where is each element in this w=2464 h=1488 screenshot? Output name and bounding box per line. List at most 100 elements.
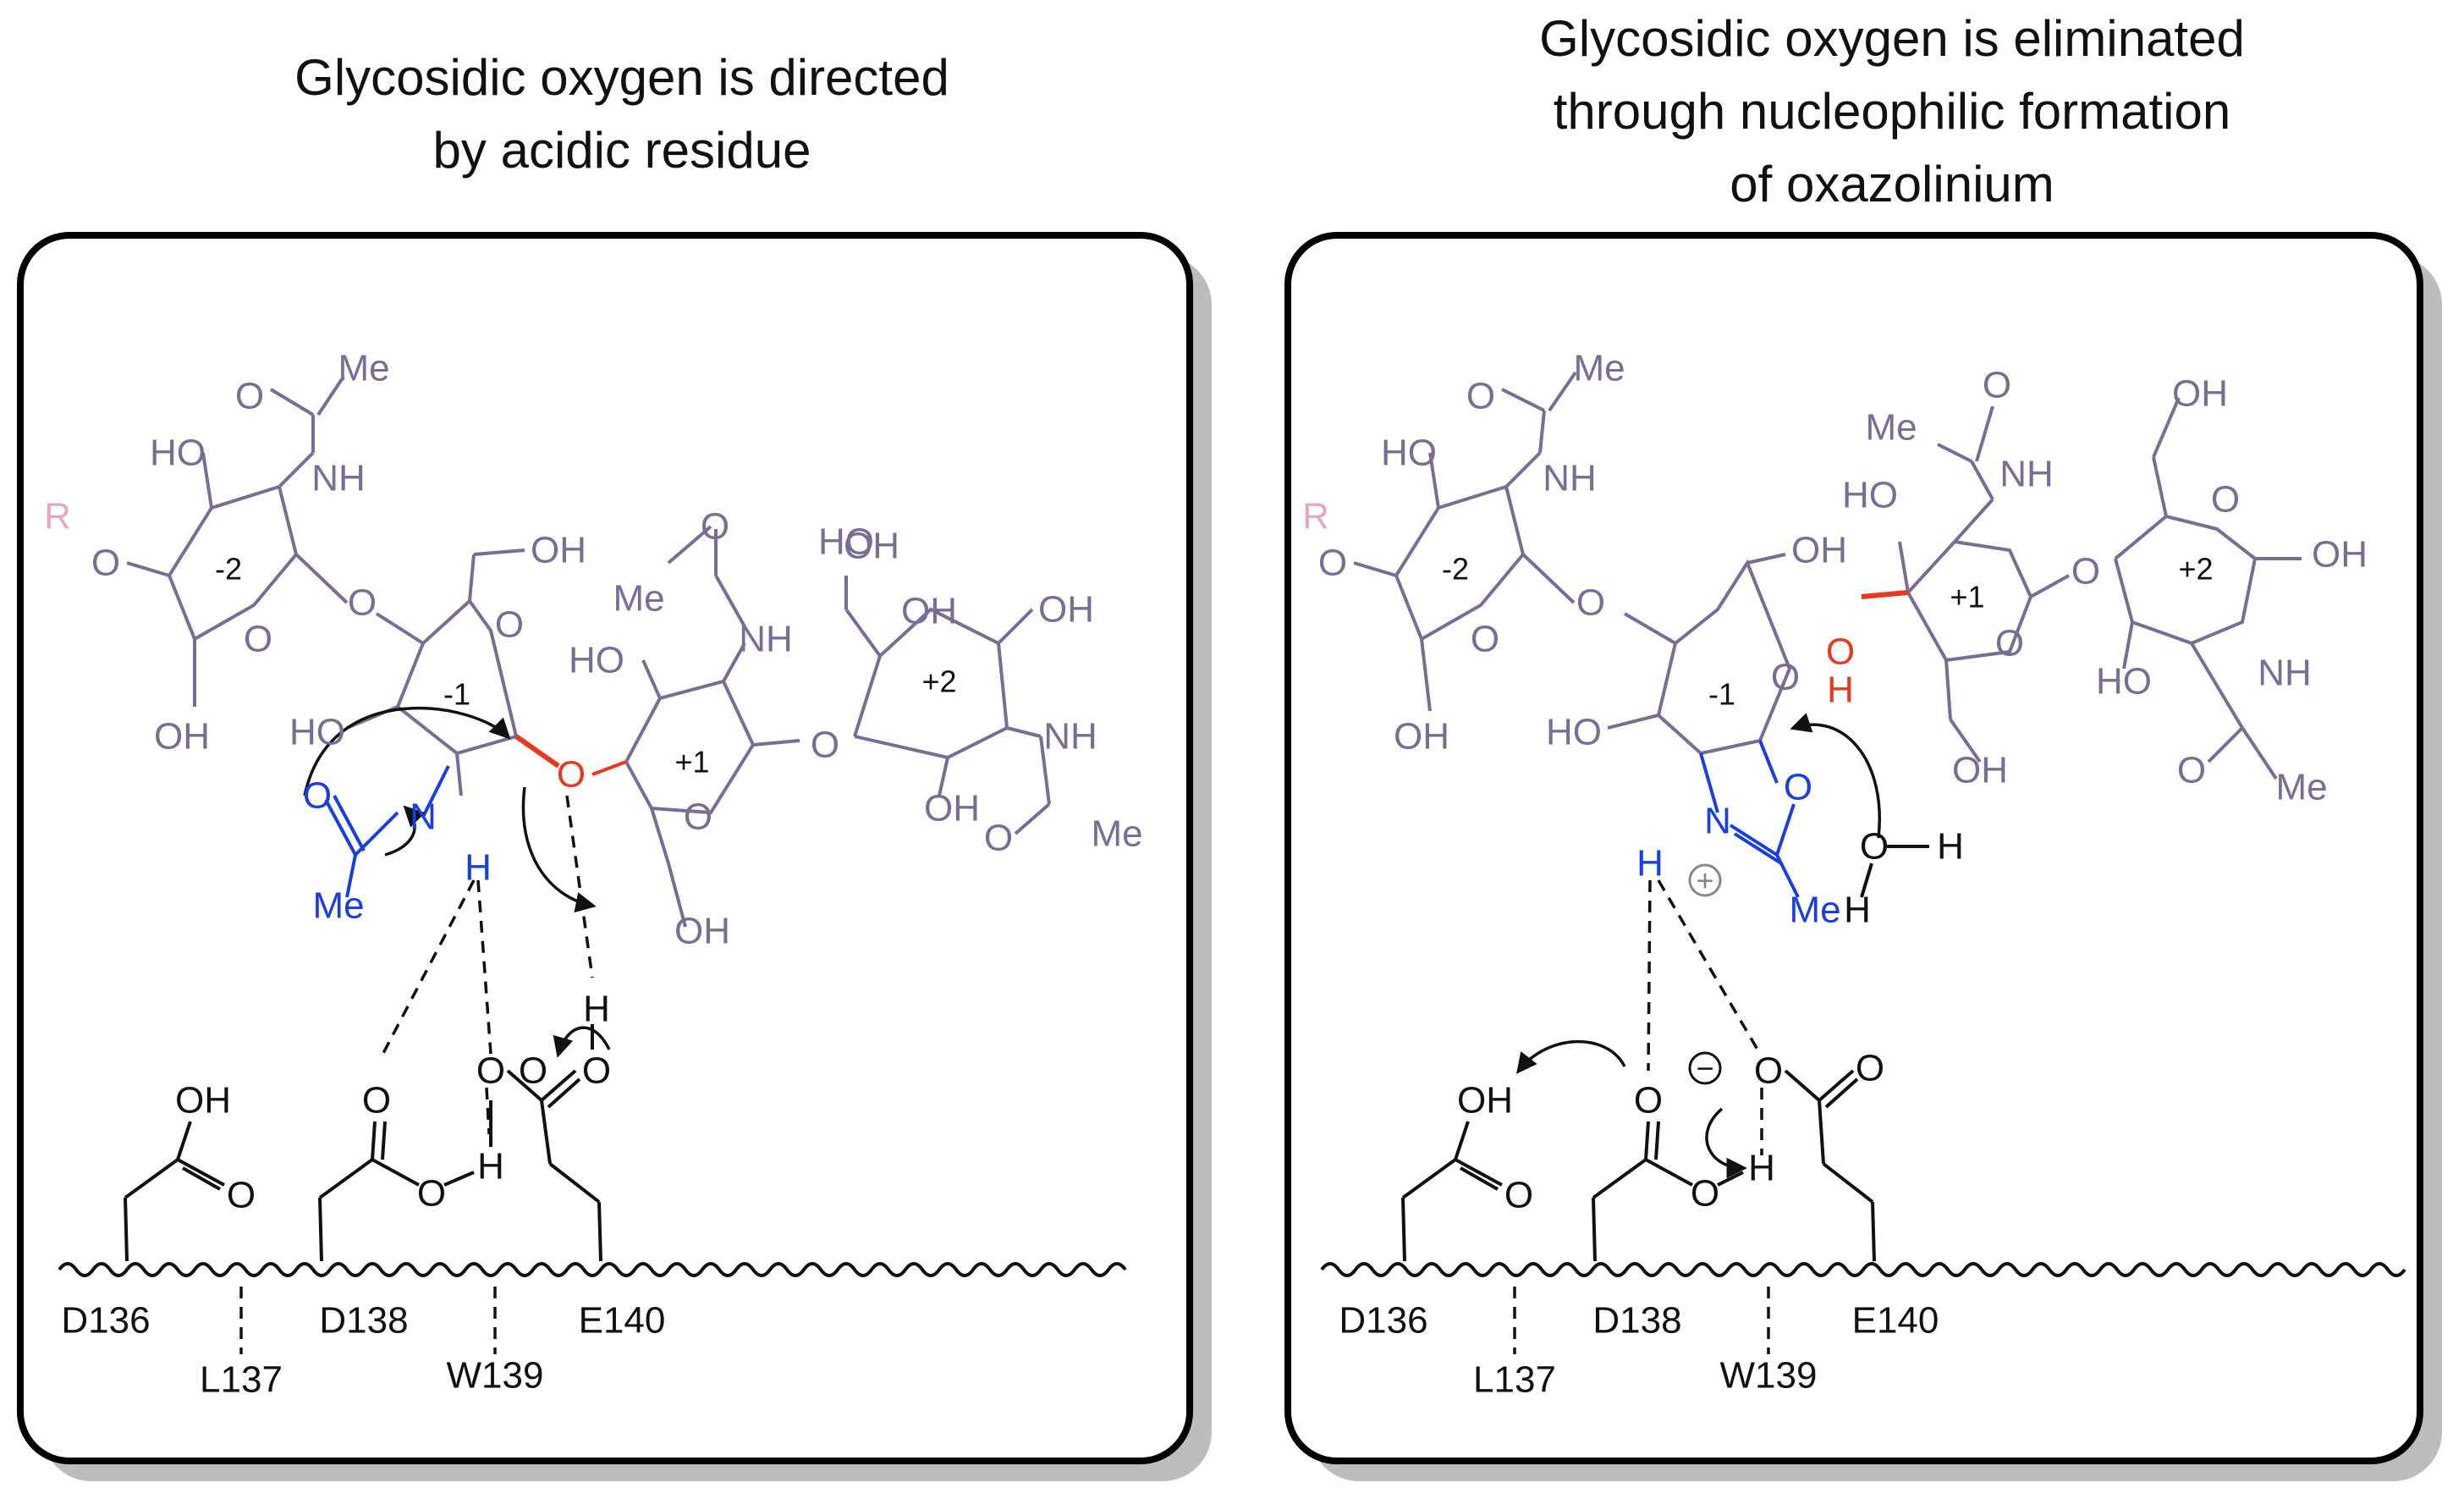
panel1-glycosidic-bond	[514, 734, 560, 769]
panel2-sugar-labels: Me O NH HO R O O OH O OH HO O O NH Me HO…	[1302, 348, 2368, 808]
panel1-residue-atoms: OH O O O H O O H O	[175, 989, 611, 1216]
label: OH	[2172, 373, 2228, 415]
label: O	[2211, 479, 2240, 521]
panel-2: Me O NH HO R O O OH O OH HO O O NH Me HO…	[1284, 232, 2442, 1481]
label: O	[811, 725, 839, 766]
panel1-protein	[58, 1024, 1127, 1354]
panel2-charges: + −	[1688, 863, 1722, 1086]
label: H	[1748, 1148, 1775, 1189]
ring-label: +2	[2178, 552, 2213, 587]
label: H	[1844, 890, 1871, 931]
label: O	[1784, 767, 1812, 808]
ring-label: -1	[443, 677, 470, 712]
label: H	[1827, 670, 1854, 711]
panel2-blue-labels: N O H Me	[1636, 767, 1840, 931]
panel1-acetamide	[324, 765, 450, 898]
label: O	[417, 1173, 446, 1215]
panel1-ring-labels: -2 -1 +1 +2	[215, 552, 957, 780]
label: −	[1696, 1051, 1713, 1086]
label: H	[1937, 826, 1964, 868]
label: O	[701, 506, 729, 548]
label: NH	[1043, 716, 1097, 758]
panel2-title-line2: through nucleophilic formation	[1554, 83, 2230, 140]
ring-label: +1	[674, 745, 709, 780]
label: O	[227, 1175, 256, 1216]
residue-label: D136	[61, 1300, 150, 1342]
label: O	[684, 796, 712, 838]
panel1-blue-labels: O N H Me	[303, 775, 492, 927]
ring-label: -1	[1708, 677, 1735, 712]
label: HO	[2096, 661, 2152, 703]
label: H	[477, 1146, 504, 1188]
label: HO	[1546, 712, 1602, 753]
negative-charge-icon	[1688, 1051, 1722, 1085]
label: OH	[2312, 534, 2368, 576]
label: OH	[1952, 750, 2008, 791]
label: Me	[1091, 813, 1142, 855]
label: O	[1691, 1173, 1719, 1215]
residue-label: W139	[447, 1355, 544, 1397]
positive-charge-icon	[1688, 863, 1722, 897]
label: O	[91, 543, 120, 584]
label: O	[519, 1050, 547, 1092]
panel1-title-line1: Glycosidic oxygen is directed	[294, 49, 949, 106]
label: O	[1318, 543, 1347, 584]
panel2-red-labels: O H	[1826, 631, 1855, 711]
label: O	[2071, 551, 2100, 592]
residue-label: E140	[1852, 1300, 1939, 1342]
label: Me	[1865, 407, 1917, 449]
ring-label: +1	[1950, 580, 1984, 614]
panel-1: Me O NH HO R O O OH O OH HO O OH Me O NH…	[17, 232, 1212, 1481]
label: N	[1704, 801, 1731, 842]
label: H	[583, 989, 610, 1030]
label: O	[1471, 619, 1499, 660]
label: OH	[924, 788, 980, 829]
ring-label: -2	[1442, 552, 1469, 587]
label: O	[1504, 1175, 1533, 1216]
label: Me	[1573, 348, 1625, 389]
panel1-title-line2: by acidic residue	[433, 122, 811, 179]
panel1-arrows	[303, 706, 611, 1058]
label: H	[465, 847, 492, 889]
panel2-hbonds	[1647, 879, 1763, 1155]
residue-label: W139	[1720, 1355, 1818, 1397]
panel1-glycosidic-oxygen: O	[557, 754, 586, 796]
panel1-residue-names: D136 L137 D138 W139 E140	[61, 1300, 665, 1401]
panel1-frame	[17, 232, 1193, 1464]
label: O	[1860, 826, 1889, 868]
label: O	[984, 818, 1013, 859]
label: O	[1826, 631, 1855, 673]
label: O	[2177, 750, 2206, 791]
label: O	[1576, 582, 1605, 624]
label: HO	[150, 433, 206, 474]
residue-label: L137	[200, 1359, 283, 1401]
panel2-arrows	[1515, 713, 1881, 1179]
label: NH	[1543, 458, 1597, 499]
label: N	[410, 796, 437, 838]
ring-label: -2	[215, 552, 242, 587]
panel2-hydroxyl-bond	[1861, 590, 1909, 599]
residue-label: D138	[1592, 1300, 1681, 1342]
panel2-residue-names: D136 L137 D138 W139 E140	[1339, 1300, 1939, 1401]
residue-label: L137	[1473, 1359, 1556, 1401]
label: HO	[1381, 433, 1437, 474]
label: HO	[569, 640, 624, 681]
label: HO	[289, 712, 345, 753]
panel2-water	[1860, 845, 1929, 898]
label: HO	[818, 521, 874, 563]
label: NH	[2258, 653, 2312, 694]
panel2-residue-atoms: OH O O O H O O	[1457, 1048, 1884, 1216]
label: OH	[1394, 716, 1449, 758]
label: O	[362, 1080, 391, 1122]
label: O	[582, 1050, 611, 1092]
label: NH	[739, 619, 793, 660]
label: +	[1696, 863, 1713, 898]
label: O	[1466, 376, 1495, 417]
label: O	[1771, 657, 1800, 698]
label: R	[1302, 496, 1329, 537]
label: Me	[1789, 890, 1840, 931]
label: O	[1995, 623, 2024, 664]
panel1-sugar-labels: Me O NH HO R O O OH O OH HO O OH Me O NH…	[44, 348, 1142, 952]
label: NH	[1999, 454, 2054, 495]
